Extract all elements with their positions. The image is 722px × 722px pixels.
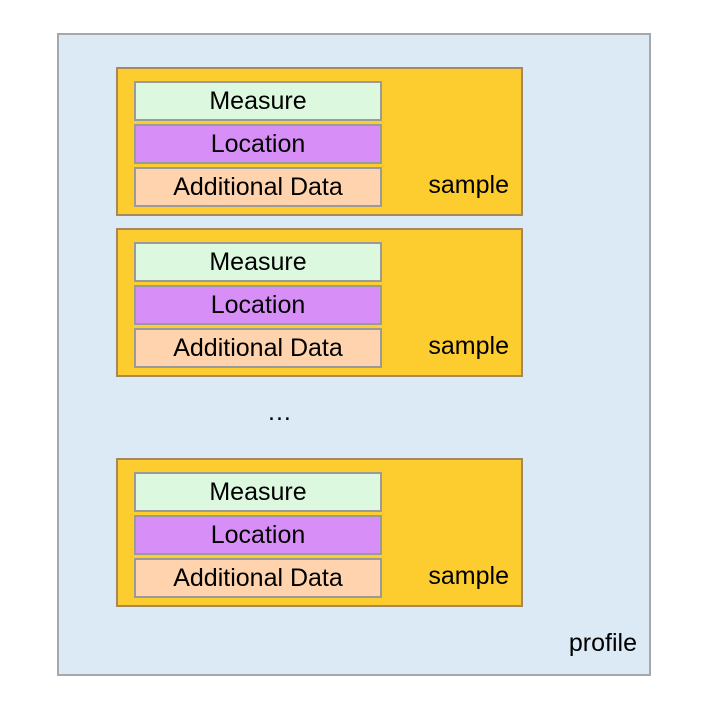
sample-box-3: Measure Location Additional Data sample	[116, 458, 523, 607]
sample-box-1: Measure Location Additional Data sample	[116, 67, 523, 216]
sample-label: sample	[428, 171, 509, 199]
additional-data-field: Additional Data	[134, 558, 382, 598]
additional-data-field: Additional Data	[134, 328, 382, 368]
location-field: Location	[134, 515, 382, 555]
profile-container: Measure Location Additional Data sample …	[57, 33, 651, 676]
ellipsis: ...	[268, 398, 292, 426]
measure-field: Measure	[134, 81, 382, 121]
additional-data-field: Additional Data	[134, 167, 382, 207]
location-field: Location	[134, 285, 382, 325]
profile-label: profile	[568, 629, 637, 657]
sample-label: sample	[428, 332, 509, 360]
sample-box-2: Measure Location Additional Data sample	[116, 228, 523, 377]
measure-field: Measure	[134, 242, 382, 282]
measure-field: Measure	[134, 472, 382, 512]
location-field: Location	[134, 124, 382, 164]
sample-label: sample	[428, 562, 509, 590]
